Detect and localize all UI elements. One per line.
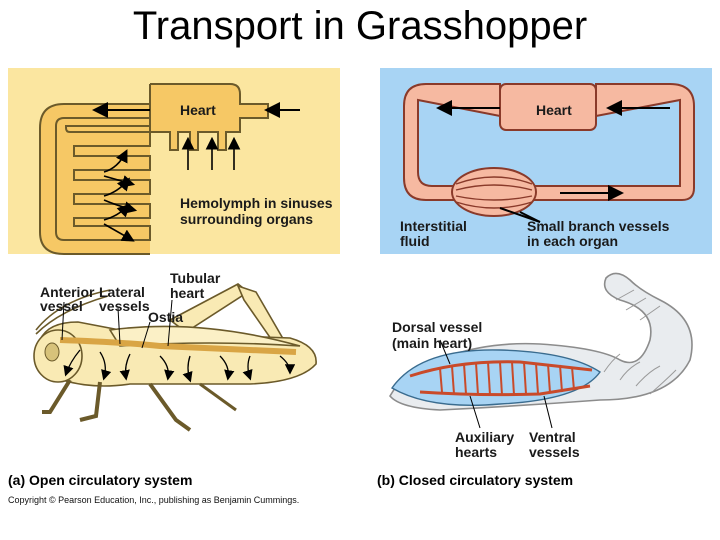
open-caption: (a) Open circulatory system: [8, 472, 193, 488]
lateral-vessels-label-2: vessels: [99, 298, 150, 314]
ostia-label: Ostia: [148, 309, 184, 325]
closed-heart-label: Heart: [536, 102, 572, 118]
ventral-vessels-label-2: vessels: [529, 444, 580, 460]
tubular-heart-label-1: Tubular: [170, 270, 221, 286]
auxiliary-hearts-label-2: hearts: [455, 444, 498, 460]
small-branch-label-1: Small branch vessels: [527, 218, 670, 234]
auxiliary-hearts-label-1: Auxiliary: [455, 429, 515, 445]
small-branch-label-2: in each organ: [527, 233, 619, 249]
dorsal-vessel: [409, 360, 593, 378]
open-heart-label: Heart: [180, 102, 216, 118]
ventral-vessels-label-1: Ventral: [529, 429, 576, 445]
copyright-text: Copyright © Pearson Education, Inc., pub…: [8, 495, 300, 505]
capillary-bed: [451, 167, 537, 217]
hemolymph-flow-arrows: [63, 349, 296, 383]
hemolymph-label-1: Hemolymph in sinuses: [180, 195, 333, 211]
dorsal-vessel-label-2: (main heart): [392, 335, 473, 351]
ventral-vessel: [419, 384, 591, 397]
dorsal-vessel-label-1: Dorsal vessel: [392, 319, 483, 335]
hemolymph-arrows: [103, 136, 241, 242]
page-title: Transport in Grasshopper: [132, 4, 588, 48]
open-heart-box: [39, 83, 269, 255]
anterior-vessel-label-1: Anterior: [40, 284, 95, 300]
closed-caption: (b) Closed circulatory system: [377, 472, 574, 488]
auxiliary-hearts: [439, 361, 575, 396]
interstitial-label-2: fluid: [400, 233, 430, 249]
anterior-vessel-label-2: vessel: [40, 298, 83, 314]
tubular-heart-label-2: heart: [170, 285, 205, 301]
interstitial-label-1: Interstitial: [400, 218, 467, 234]
lateral-vessels-label-1: Lateral: [99, 284, 145, 300]
hemolymph-label-2: surrounding organs: [180, 211, 313, 227]
